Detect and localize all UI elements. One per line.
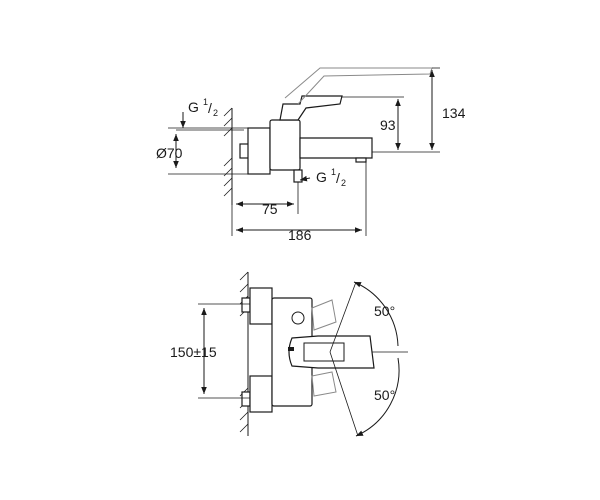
center-distance-label: 150±15	[170, 344, 217, 360]
thread-inlet-label: G 1 / 2	[188, 97, 218, 118]
front-inlet-upper-stub	[241, 297, 251, 313]
angle-arc-lower	[355, 357, 400, 437]
front-lever-indicator	[288, 347, 294, 351]
front-inlet-lower-stub	[241, 391, 251, 407]
wall-hatching	[223, 107, 233, 197]
svg-text:G: G	[316, 169, 327, 185]
front-view: 50° 50° 150±15	[170, 271, 408, 437]
outlet-offset-label: 75	[262, 201, 278, 217]
total-depth-label: 186	[288, 227, 312, 243]
front-wall-hatching	[239, 271, 249, 433]
thread-outlet-label: G 1 / 2	[316, 167, 346, 188]
lever-handle	[279, 95, 343, 121]
svg-text:/: /	[208, 100, 212, 116]
front-diverter	[291, 311, 305, 325]
height-total-label: 134	[442, 105, 466, 121]
aerator	[355, 157, 367, 163]
angle-lower-label: 50°	[374, 387, 395, 403]
height-spout-label: 93	[380, 117, 396, 133]
wall-flange	[247, 127, 271, 175]
front-lever-window	[303, 342, 345, 362]
front-lever	[288, 335, 375, 369]
front-flange-lower	[249, 375, 273, 413]
angle-arc-upper	[353, 281, 399, 347]
mixer-body	[269, 119, 301, 171]
front-flange-upper	[249, 287, 273, 325]
svg-text:2: 2	[213, 108, 218, 118]
spout	[299, 137, 373, 159]
svg-text:G: G	[188, 99, 199, 115]
wall-diameter-label: Ø70	[156, 145, 183, 161]
lever-ghost-upper	[311, 299, 337, 331]
svg-text:1: 1	[331, 167, 336, 177]
svg-text:2: 2	[341, 178, 346, 188]
side-view: 134 93 G 1 / 2 Ø70 G 1 / 2 75	[156, 67, 466, 243]
svg-text:/: /	[336, 170, 340, 186]
svg-text:1: 1	[203, 97, 208, 107]
lever-ghost-lower	[311, 371, 337, 397]
angle-upper-label: 50°	[374, 303, 395, 319]
